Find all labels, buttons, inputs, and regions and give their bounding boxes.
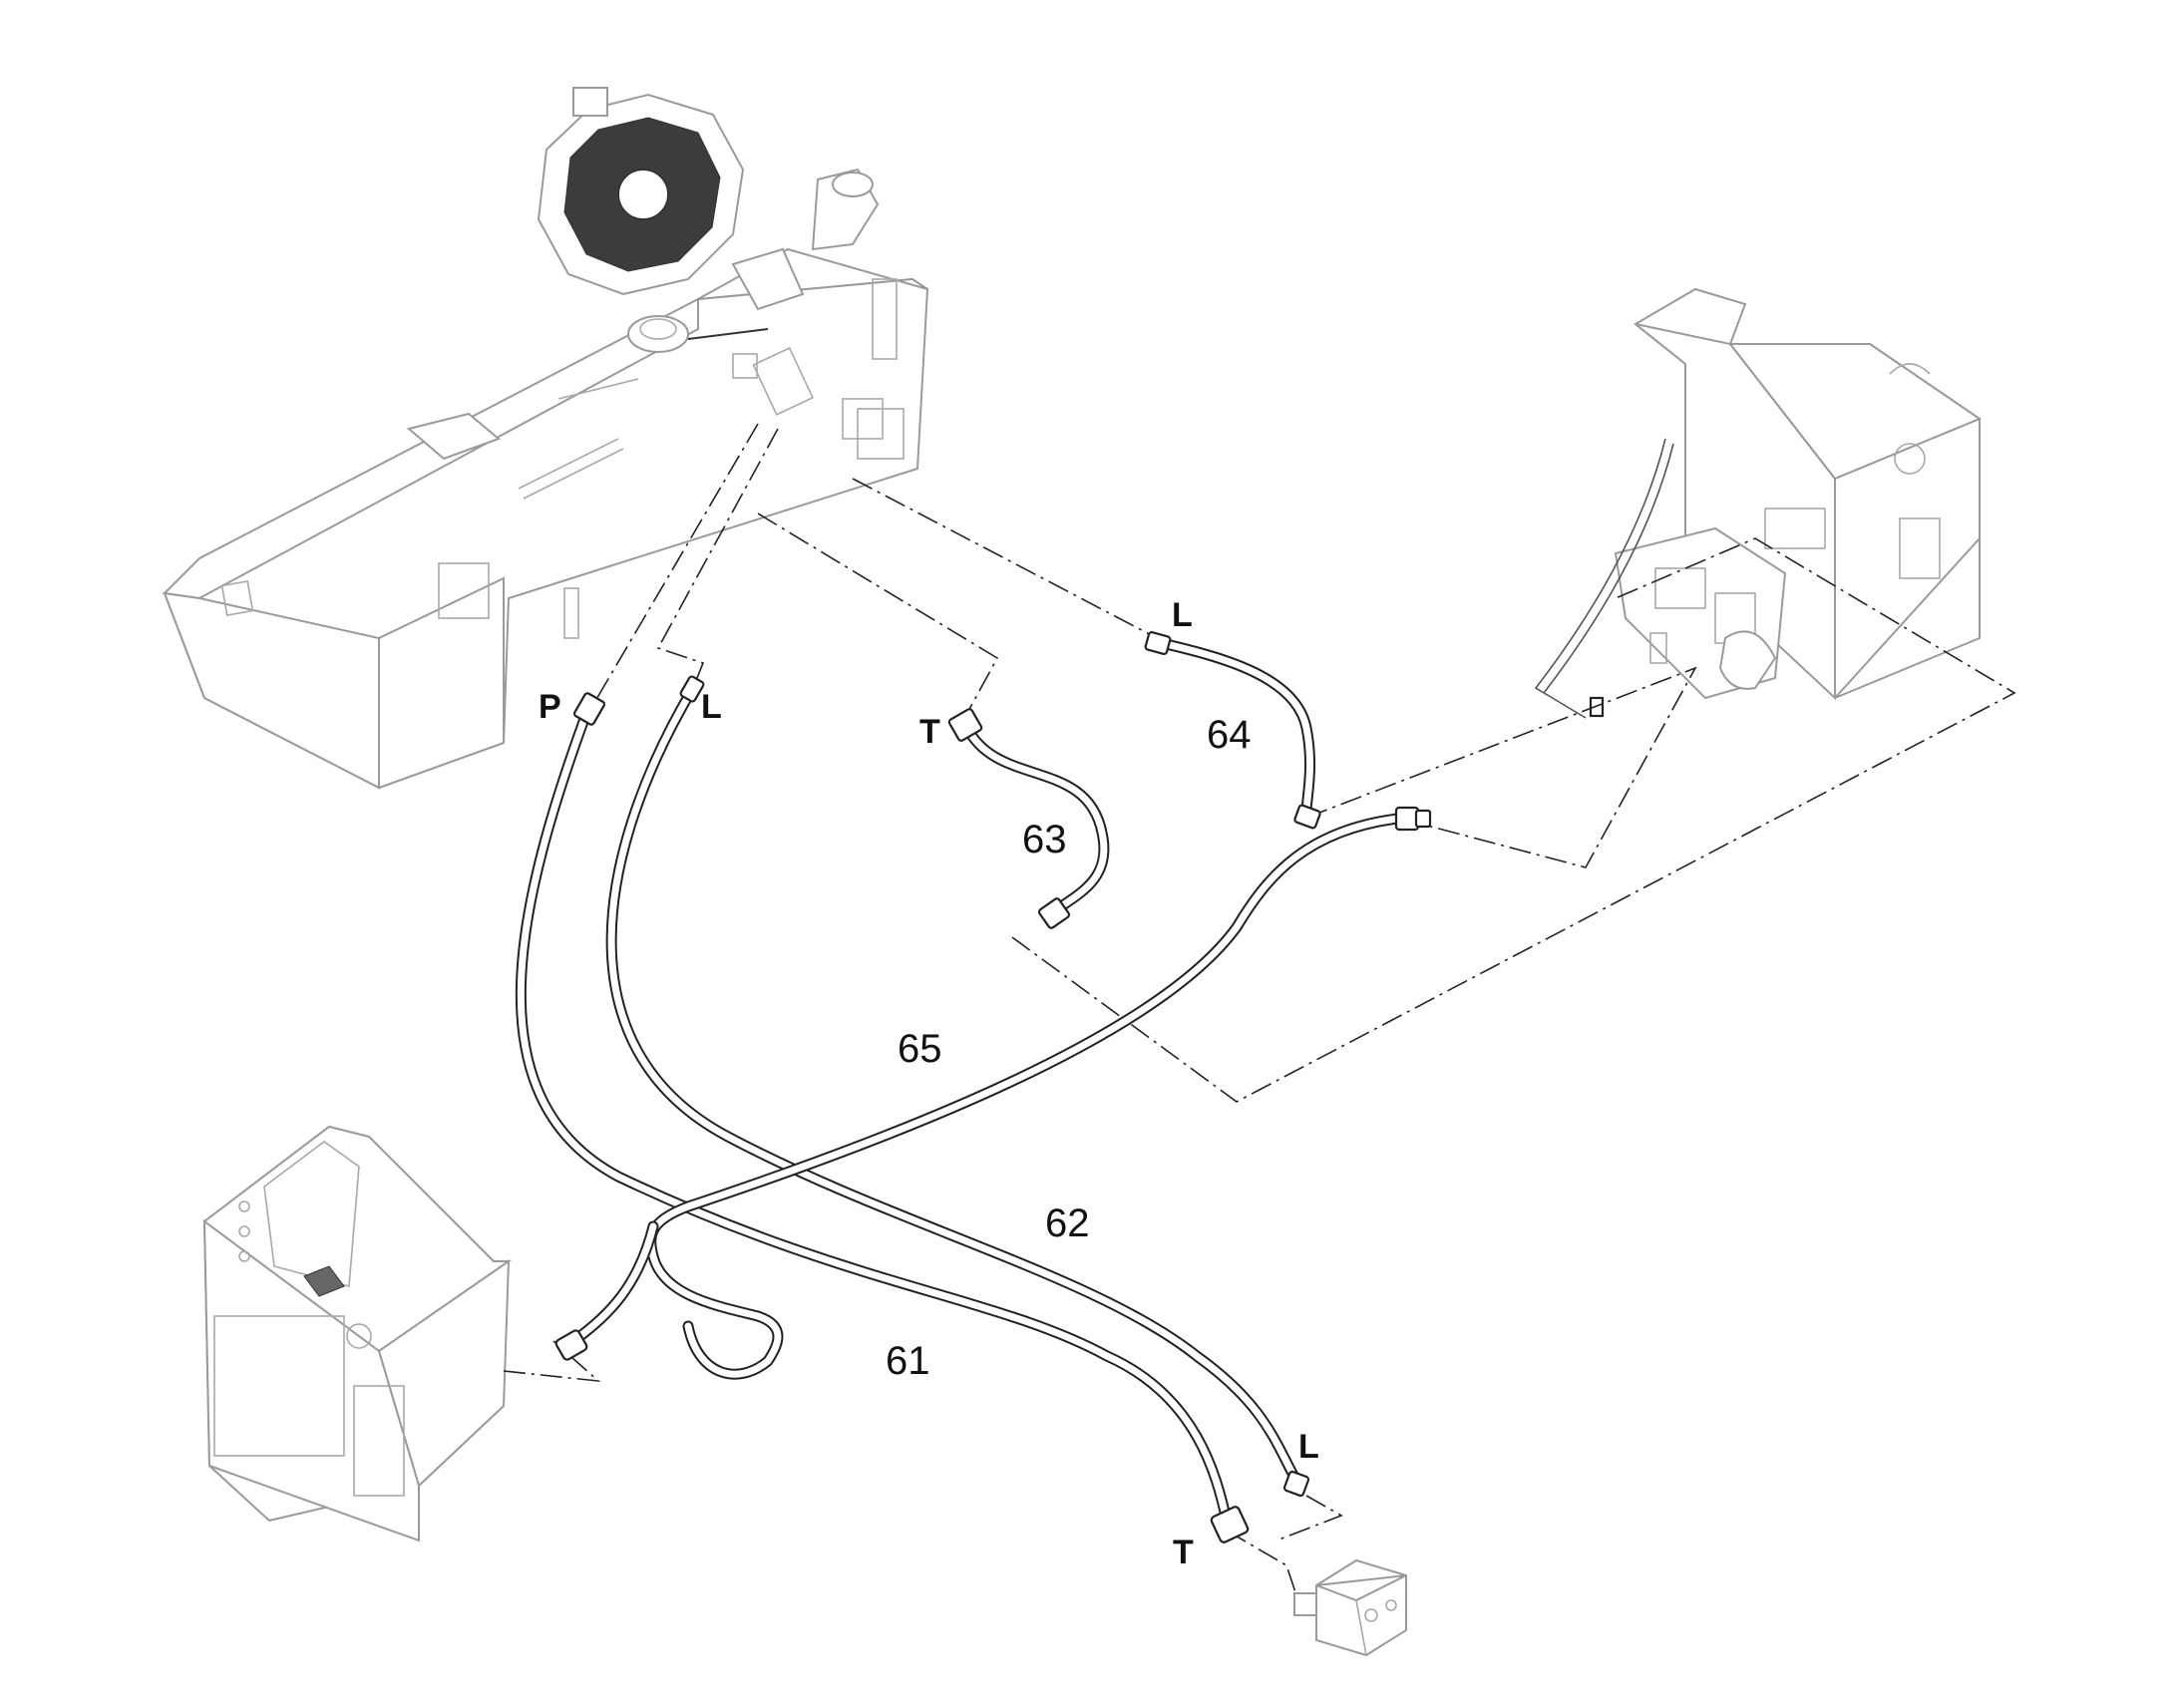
- leader-lines: [503, 423, 2016, 1596]
- callout-62: 62: [1045, 1201, 1090, 1245]
- port-letter-l-top: L: [701, 688, 722, 726]
- pump-unit-assembly: [1534, 287, 1983, 719]
- port-letter-l-bottom: L: [1298, 1428, 1319, 1466]
- callout-63: 63: [1022, 818, 1067, 861]
- callout-65: 65: [898, 1027, 942, 1071]
- hoses: [515, 637, 1412, 1527]
- valve-block: [1293, 1558, 1407, 1657]
- cab-assembly: [202, 1125, 513, 1542]
- fittings: [554, 631, 1432, 1543]
- main-frame-assembly: [162, 87, 929, 790]
- port-letter-t-bottom: T: [1173, 1534, 1194, 1571]
- callout-61: 61: [886, 1339, 930, 1383]
- port-letter-l-right: L: [1172, 596, 1193, 634]
- port-letter-p: P: [539, 688, 561, 726]
- callout-64: 64: [1207, 713, 1252, 757]
- port-letters: P L T L L T: [539, 596, 1319, 1571]
- port-letter-t-mid: T: [919, 713, 940, 751]
- callout-numbers: 61 62 63 64 65: [886, 713, 1252, 1383]
